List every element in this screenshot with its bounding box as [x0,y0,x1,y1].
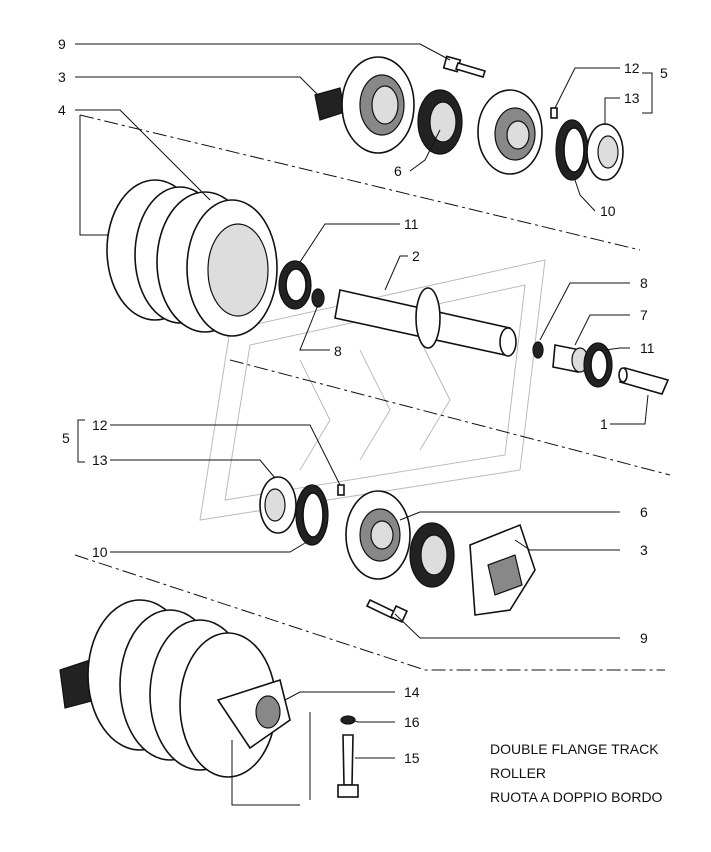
ring-11-mid [278,260,312,310]
callout-4: 4 [58,102,66,118]
callout-6-top: 6 [394,163,402,179]
callout-11-right: 11 [640,340,655,356]
callout-14: 14 [404,684,420,700]
callout-7: 7 [640,307,648,323]
oring-10-mid [295,484,329,546]
leader-lines [75,43,649,759]
callout-13-top: 13 [624,90,640,106]
oring-10-top [555,119,589,181]
bolt-9-mid [365,598,409,624]
roller-shell-4 [106,179,278,337]
pin-12-mid [337,484,345,496]
bracket-3-top [314,56,415,154]
callout-1: 1 [600,416,608,432]
callout-9-mid: 9 [640,630,648,646]
collar-mid [345,490,411,580]
bushing-7 [552,344,589,373]
callout-9-top: 9 [58,36,66,52]
ring-11-right [583,342,613,388]
caption-line-2: ROLLER [490,765,546,781]
ring-8-mid [311,288,325,308]
assembled-roller [59,599,291,778]
callout-13-mid: 13 [92,452,108,468]
callout-15: 15 [404,750,420,766]
collar-top [477,89,543,175]
callout-10-top: 10 [600,203,616,219]
callout-3-mid: 3 [640,542,648,558]
callout-10-mid: 10 [92,544,108,560]
callout-11-mid: 11 [404,216,419,232]
caption-line-3: RUOTA A DOPPIO BORDO [490,789,663,805]
washer-16 [340,715,356,725]
bolt-9-top [442,55,487,78]
pin-1 [618,367,670,395]
callout-2: 2 [412,248,420,264]
group-brackets [77,72,653,463]
callout-5-top: 5 [660,65,668,81]
cap-13-mid [259,476,297,534]
callout-6-mid: 6 [640,504,648,520]
cap-13-top [586,123,624,181]
pin-12-top [550,107,558,119]
callout-12-top: 12 [624,60,640,76]
callout-8-mid: 8 [334,343,342,359]
caption-block: DOUBLE FLANGE TRACK ROLLER RUOTA A DOPPI… [490,741,663,805]
assembly-bracket-lines [231,712,311,806]
callout-labels: 9 3 4 6 12 13 5 10 11 2 8 7 11 1 8 5 12 … [58,36,668,766]
bracket-3-mid [469,523,536,616]
axis-lines [74,114,671,671]
shaft-2 [334,287,517,357]
caption-line-1: DOUBLE FLANGE TRACK [490,741,659,757]
callout-16: 16 [404,714,420,730]
ring-8-right [532,341,544,359]
callout-3-top: 3 [58,69,66,85]
bolt-15 [337,734,359,798]
callout-5-mid: 5 [62,430,70,446]
callout-8-right: 8 [640,275,648,291]
seal-6-top [417,89,463,155]
callout-12-mid: 12 [92,417,108,433]
seal-6-mid [409,522,455,588]
